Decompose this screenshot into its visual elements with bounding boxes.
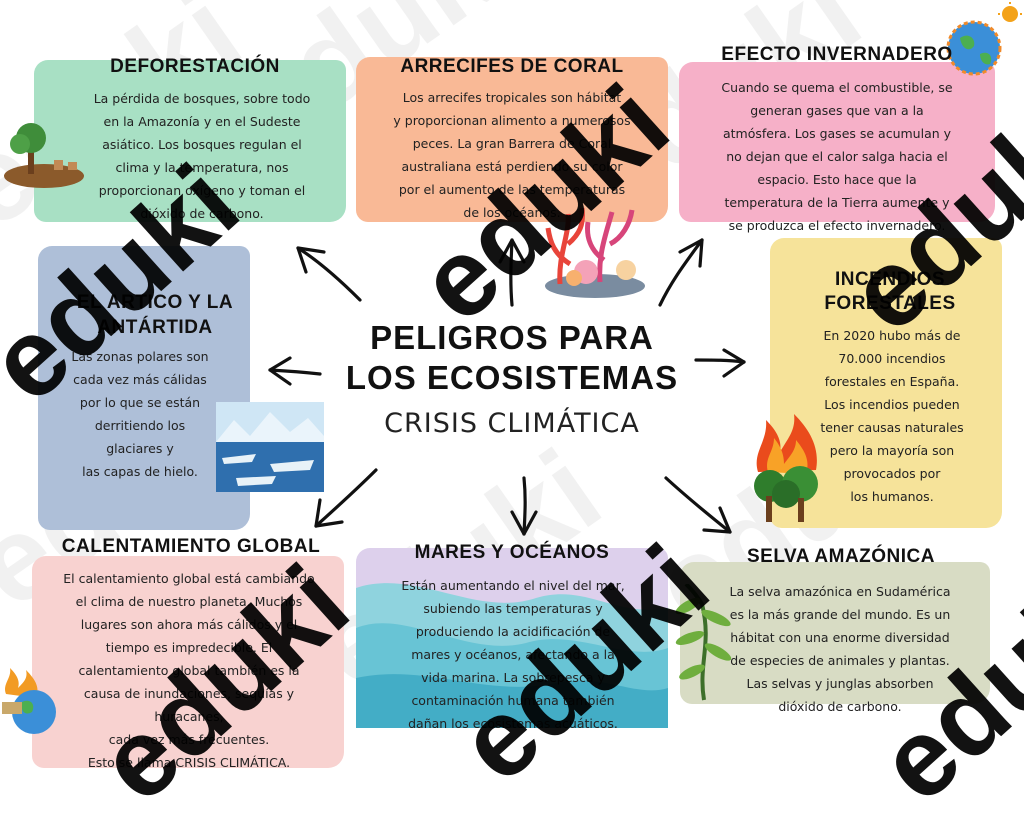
box-calentamiento: [32, 556, 344, 768]
title-incendios: INCENDIOS FORESTALES: [824, 269, 956, 314]
text-mares: Están aumentando el nivel del mar, subie…: [401, 578, 625, 731]
box-arrecifes: [356, 57, 668, 222]
box-selva: [680, 562, 990, 704]
fire-illustration: [754, 414, 818, 522]
title-selva: SELVA AMAZÓNICA: [747, 546, 935, 567]
jungle-illustration: [675, 584, 732, 701]
main-title: PELIGROS PARA LOS ECOSISTEMAS: [345, 319, 679, 396]
arrows: [268, 238, 746, 536]
text-deforestacion: La pérdida de bosques, sobre todo en la …: [93, 91, 311, 221]
glacier-illustration: [216, 402, 324, 492]
text-selva: La selva amazónica en Sudamérica es la m…: [729, 584, 951, 714]
box-artico: [38, 246, 250, 530]
text-calentamiento: El calentamiento global está cambiando e…: [63, 571, 315, 770]
box-efecto: [679, 62, 995, 222]
earth-sun-icon: [946, 2, 1022, 76]
title-mares: MARES Y OCÉANOS: [414, 542, 610, 563]
text-arrecifes: Los arrecifes tropicales son hábitat y p…: [393, 90, 631, 220]
sea-image: [356, 583, 668, 728]
main-subtitle: CRISIS CLIMÁTICA: [384, 408, 640, 439]
title-arrecifes: ARRECIFES DE CORAL: [400, 56, 624, 77]
deforestation-illustration: [4, 123, 84, 188]
text-efecto: Cuando se quema el combustible, se gener…: [721, 80, 953, 233]
box-deforestacion: [34, 60, 346, 222]
text-incendios: En 2020 hubo más de 70.000 incendios for…: [820, 328, 964, 504]
coral-illustration: [545, 207, 645, 298]
burning-earth-illustration: [2, 668, 56, 734]
title-efecto: EFECTO INVERNADERO: [721, 44, 953, 65]
title-artico: EL ARTICO Y LA ANTÁRTIDA: [76, 292, 234, 338]
title-deforestacion: DEFORESTACIÓN: [110, 56, 280, 77]
title-calentamiento: CALENTAMIENTO GLOBAL: [61, 536, 321, 557]
text-artico: Las zonas polares son cada vez más cálid…: [71, 349, 209, 479]
